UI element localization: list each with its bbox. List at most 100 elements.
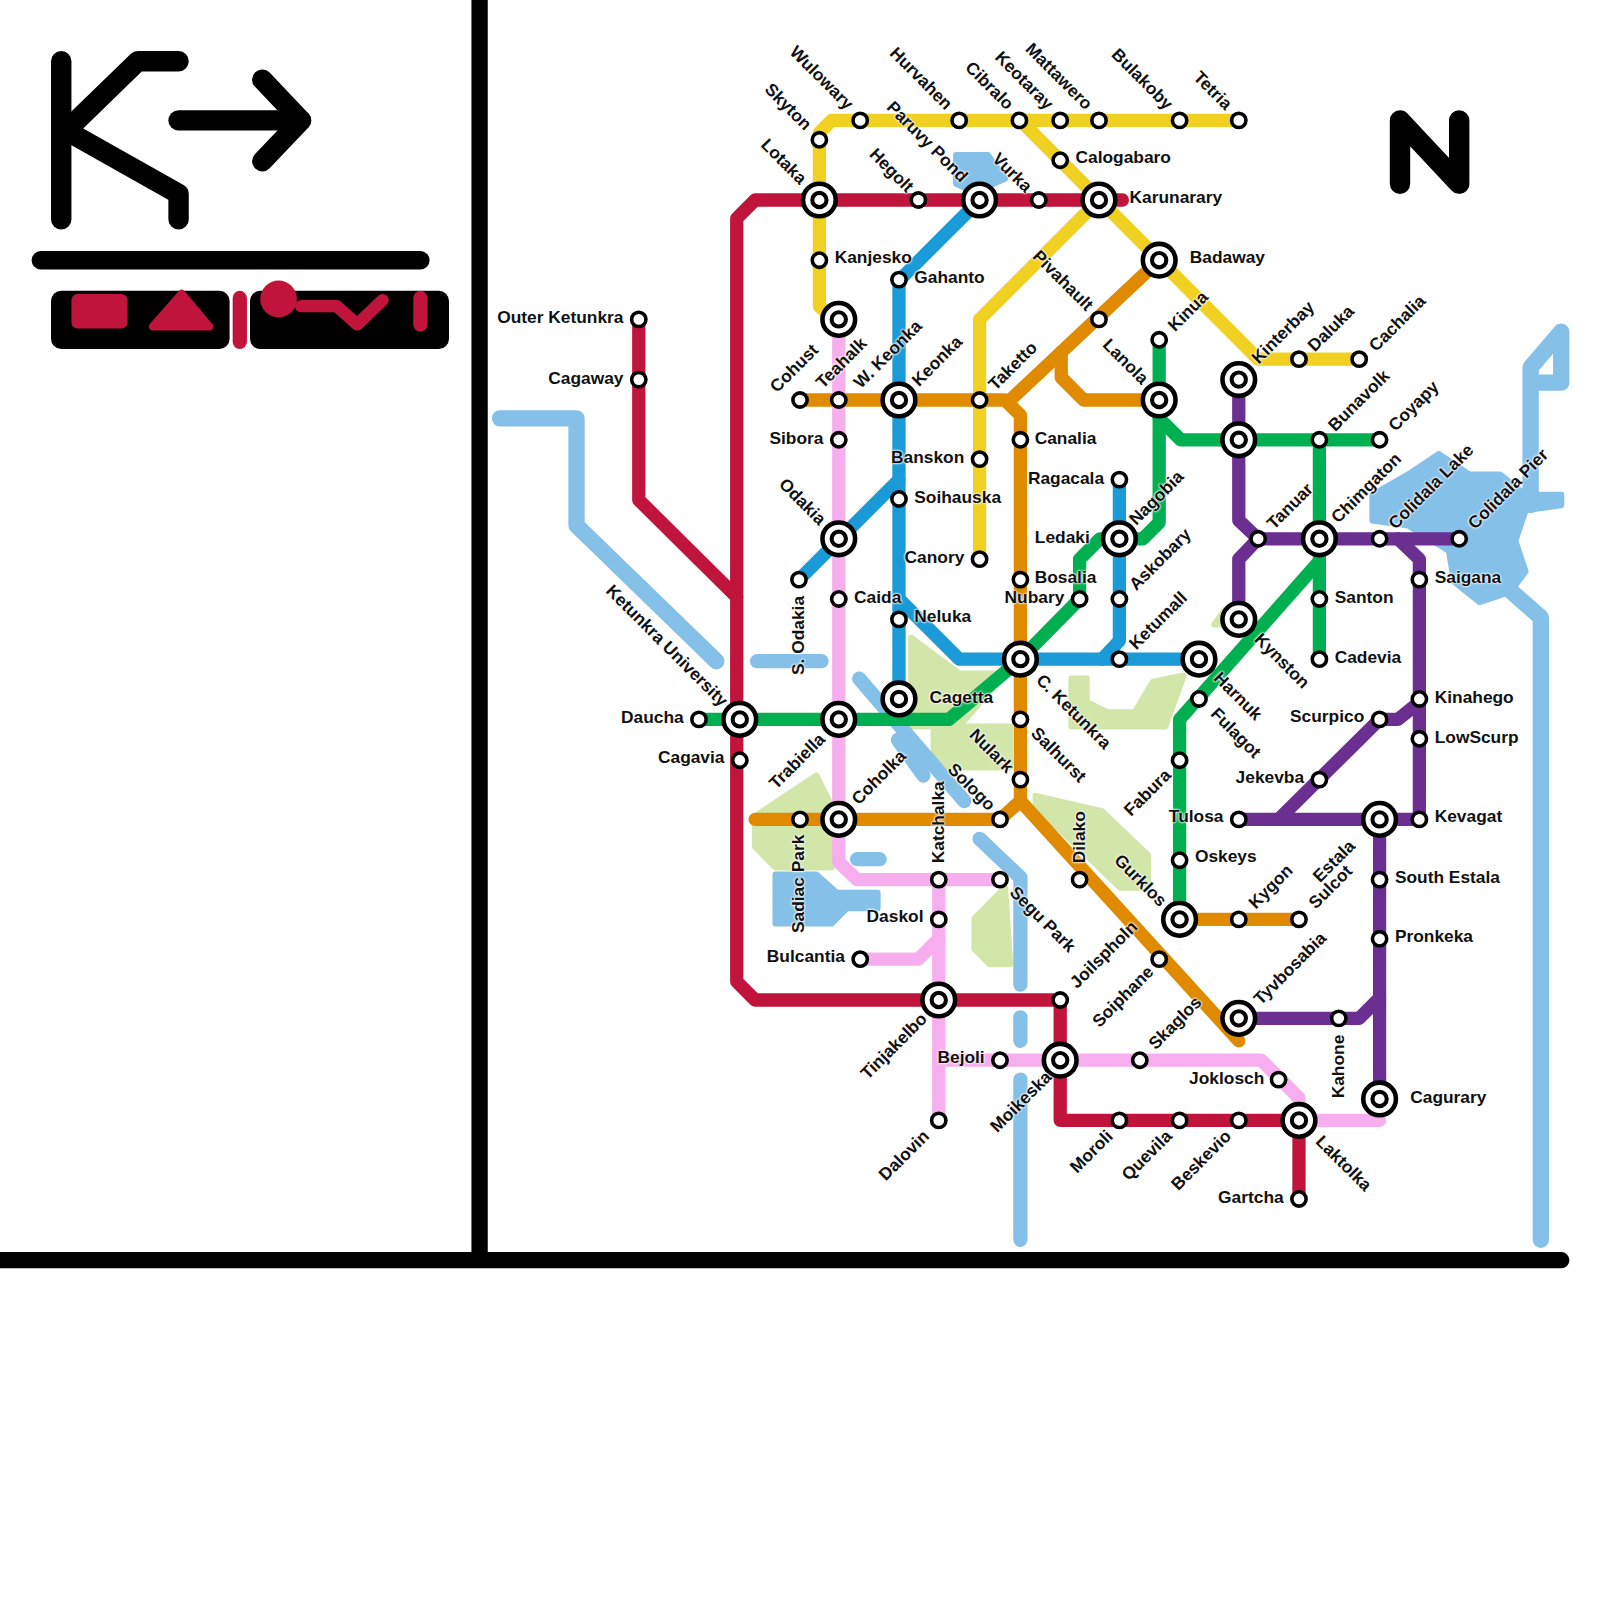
station-dot — [993, 1053, 1007, 1067]
interchange-ring — [1172, 912, 1186, 926]
interchange-ring — [1232, 372, 1246, 386]
station-dot — [1452, 532, 1466, 546]
station-label: Jekevba — [1236, 767, 1304, 787]
station-label: Calogabaro — [1076, 148, 1171, 168]
interchange-ring — [1143, 244, 1176, 277]
interchange-ring — [832, 712, 846, 726]
interchange-ring — [812, 193, 826, 207]
station-dot — [1013, 433, 1027, 447]
station-label: Karunarary — [1130, 188, 1223, 208]
interchange-ring — [832, 532, 846, 546]
interchange-ring — [1372, 812, 1386, 826]
interchange-ring — [1053, 1053, 1067, 1067]
station-dot — [1152, 333, 1166, 347]
river — [980, 839, 1021, 985]
station-dot — [793, 812, 807, 826]
interchange-ring — [1303, 522, 1336, 555]
station-label: Gahanto — [914, 267, 984, 287]
interchange-ring — [1363, 1083, 1396, 1116]
station-dot — [1112, 472, 1126, 486]
station-label: Outer Ketunkra — [497, 308, 623, 328]
station-label: Cadevia — [1335, 648, 1402, 668]
station-dot — [832, 592, 846, 606]
station-label: Bulakoby — [1107, 45, 1177, 115]
station-dot — [1372, 532, 1386, 546]
station-dot — [1092, 312, 1106, 326]
station-dot — [1372, 433, 1386, 447]
logo-mark — [262, 80, 301, 162]
station-label: Tinjakelbo — [857, 1009, 932, 1084]
interchange-ring — [822, 703, 855, 736]
interchange-ring — [1222, 363, 1255, 396]
station-dot — [1013, 712, 1027, 726]
blue-line — [1102, 480, 1119, 660]
interchange-ring — [1183, 643, 1216, 676]
station-dot — [1292, 1192, 1306, 1206]
river — [1013, 1017, 1027, 1040]
station-dot — [1133, 1053, 1147, 1067]
station-dot — [1352, 352, 1366, 366]
interchange-ring — [1044, 1044, 1077, 1077]
river — [1500, 582, 1541, 1240]
pink-line — [839, 319, 1000, 879]
logo-mark — [66, 61, 178, 219]
logo-glyph — [71, 294, 127, 329]
station-label: Kinahego — [1435, 688, 1514, 708]
station-dot — [1312, 652, 1326, 666]
station-label: Lotaka — [756, 135, 810, 189]
station-dot — [812, 253, 826, 267]
station-dot — [1152, 952, 1166, 966]
station-dot — [632, 372, 646, 386]
logo-rule — [41, 251, 421, 269]
red-line — [737, 200, 1299, 1199]
station-label: Badaway — [1190, 248, 1265, 268]
logo-glyph — [153, 294, 209, 327]
station-dot — [1192, 692, 1206, 706]
station-dot — [1251, 532, 1265, 546]
interchange-ring — [1222, 1002, 1255, 1035]
station-dot — [932, 872, 946, 886]
interchange-ring — [1163, 903, 1196, 936]
north-mark — [1400, 120, 1459, 183]
logo-glyph — [260, 281, 297, 318]
station-dot — [1053, 153, 1067, 167]
interchange-ring — [1143, 384, 1176, 417]
station-dot — [1312, 433, 1326, 447]
station-dot — [832, 393, 846, 407]
park-area — [974, 888, 1010, 965]
station-label: Canalia — [1035, 429, 1097, 449]
interchange-ring — [1372, 1092, 1386, 1106]
purple-line — [1279, 702, 1420, 819]
interchange-ring — [892, 393, 906, 407]
station-label: Caida — [854, 588, 901, 608]
station-label: Nubary — [1005, 588, 1065, 608]
station-label: Tetria — [1189, 67, 1236, 114]
purple-line — [1373, 819, 1386, 1099]
station-dot — [892, 612, 906, 626]
station-dot — [993, 872, 1007, 886]
station-label: Bulcantia — [767, 947, 845, 967]
station-label: Cagurary — [1410, 1088, 1486, 1108]
river — [1531, 332, 1562, 505]
yellow-line — [1020, 120, 1359, 359]
station-label: Kahone — [1329, 1035, 1349, 1099]
station-label: South Estala — [1395, 867, 1500, 887]
station-label: Laktolka — [1311, 1132, 1375, 1196]
station-label: Bosalia — [1035, 567, 1097, 587]
station-label: Joklosch — [1189, 1068, 1264, 1088]
station-dot — [972, 552, 986, 566]
station-dot — [853, 952, 867, 966]
interchange-ring — [723, 703, 756, 736]
station-label: Moroli — [1066, 1126, 1117, 1177]
frame-line — [0, 1252, 1561, 1268]
interchange-ring — [803, 184, 836, 217]
station-dot — [692, 712, 706, 726]
station-dot — [1112, 1113, 1126, 1127]
station-dot — [1232, 812, 1246, 826]
interchange-ring — [1192, 652, 1206, 666]
station-dot — [832, 433, 846, 447]
river — [857, 852, 879, 866]
yellow-line — [819, 120, 1238, 324]
station-label: Pronkeka — [1395, 927, 1473, 947]
